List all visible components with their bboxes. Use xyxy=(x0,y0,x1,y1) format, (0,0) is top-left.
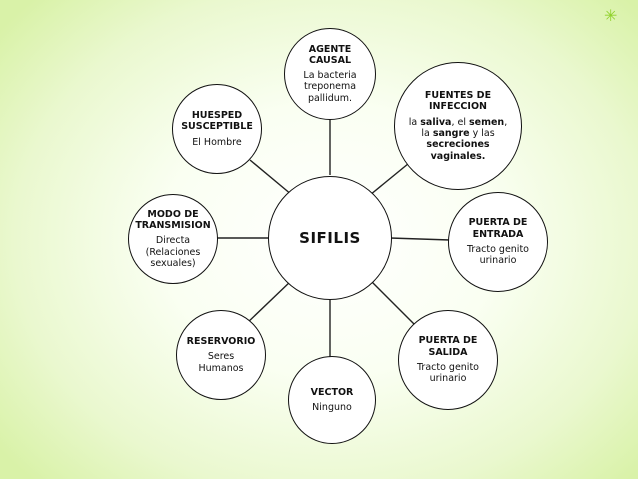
node-title: HUESPED SUSCEPTIBLE xyxy=(181,109,253,133)
node-title: VECTOR xyxy=(310,386,354,398)
center-label: SIFILIS xyxy=(299,229,361,247)
node-desc: Seres Humanos xyxy=(198,351,244,374)
node-vector: VECTOR Ninguno xyxy=(288,356,376,444)
node-desc: Ninguno xyxy=(312,402,352,413)
node-desc: El Hombre xyxy=(192,136,242,148)
connector-puerta-entrada xyxy=(389,237,451,241)
node-reservorio: RESERVORIO Seres Humanos xyxy=(176,310,266,400)
node-title: MODO DE TRANSMISION xyxy=(135,208,211,231)
connector-huesped xyxy=(249,159,293,196)
sparkle-icon: ✳ xyxy=(604,6,618,25)
node-huesped-susceptible: HUESPED SUSCEPTIBLE El Hombre xyxy=(172,84,262,174)
node-fuentes-infeccion: FUENTES DE INFECCION la saliva, el semen… xyxy=(394,62,522,190)
node-puerta-salida: PUERTA DE SALIDA Tracto genitourinario xyxy=(398,310,498,410)
connector-puerta-salida xyxy=(369,279,416,326)
node-title: AGENTE CAUSAL xyxy=(308,44,352,67)
connector-reservorio xyxy=(244,279,293,326)
center-node-sifilis: SIFILIS xyxy=(268,176,392,300)
node-desc: Tracto genitourinario xyxy=(467,244,529,267)
node-title: FUENTES DE INFECCION xyxy=(424,89,492,113)
node-desc: Directa (Relaciones sexuales) xyxy=(145,235,201,270)
node-desc: La bacteria treponema pallidum. xyxy=(303,69,357,104)
node-agente-causal: AGENTE CAUSAL La bacteria treponema pall… xyxy=(284,28,376,120)
node-puerta-entrada: PUERTA DE ENTRADA Tracto genitourinario xyxy=(448,192,548,292)
node-modo-transmision: MODO DE TRANSMISION Directa (Relaciones … xyxy=(128,194,218,284)
node-title: RESERVORIO xyxy=(186,335,256,347)
node-title: PUERTA DE SALIDA xyxy=(418,335,478,358)
node-desc: Tracto genitourinario xyxy=(417,362,479,385)
node-title: PUERTA DE ENTRADA xyxy=(468,217,528,240)
node-desc: la saliva, el semen, la sangre y las sec… xyxy=(408,116,508,162)
